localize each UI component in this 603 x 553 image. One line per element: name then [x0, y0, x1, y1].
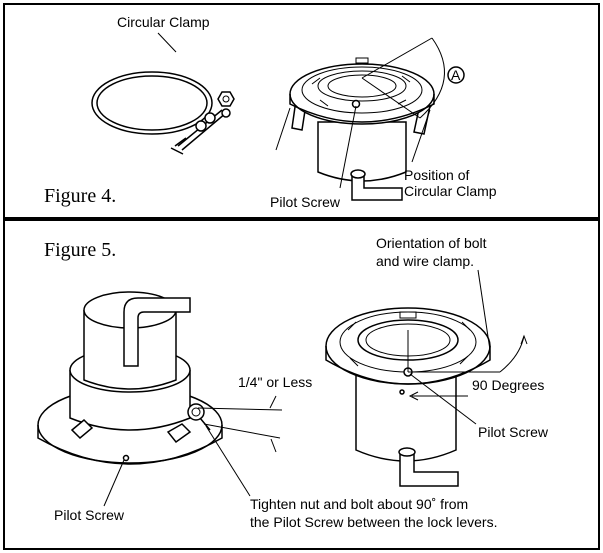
label-marker-a: A — [451, 67, 461, 83]
figure4-title: Figure 4. — [44, 185, 116, 207]
label-quarter-inch: 1/4" or Less — [238, 374, 312, 390]
label-position-line1: Position of — [404, 167, 469, 183]
drain-assembly-fig5-left — [37, 291, 283, 507]
label-ninety-degrees: 90 Degrees — [472, 377, 544, 393]
drain-assembly-fig5-right — [325, 269, 528, 487]
label-pilot-screw-fig4: Pilot Screw — [270, 194, 341, 210]
label-circular-clamp: Circular Clamp — [117, 14, 210, 30]
label-pilot-screw-right: Pilot Screw — [478, 424, 549, 440]
label-orientation-line2: and wire clamp. — [376, 253, 474, 269]
circular-clamp-drawing — [91, 32, 235, 155]
figure5-title: Figure 5. — [44, 239, 116, 261]
label-position-line2: Circular Clamp — [404, 183, 497, 199]
figure5-panel — [3, 219, 600, 550]
label-pilot-screw-left: Pilot Screw — [54, 507, 125, 523]
label-tighten-line2: the Pilot Screw between the lock levers. — [250, 514, 497, 530]
figure5: Figure 5. — [37, 235, 549, 530]
label-tighten-line1: Tighten nut and bolt about 90˚ from — [250, 496, 468, 512]
figure4-panel — [3, 3, 600, 219]
figure4: Figure 4. Circular Clamp — [44, 14, 497, 210]
drain-assembly-fig4 — [275, 37, 465, 201]
label-orientation-line1: Orientation of bolt — [376, 235, 487, 251]
